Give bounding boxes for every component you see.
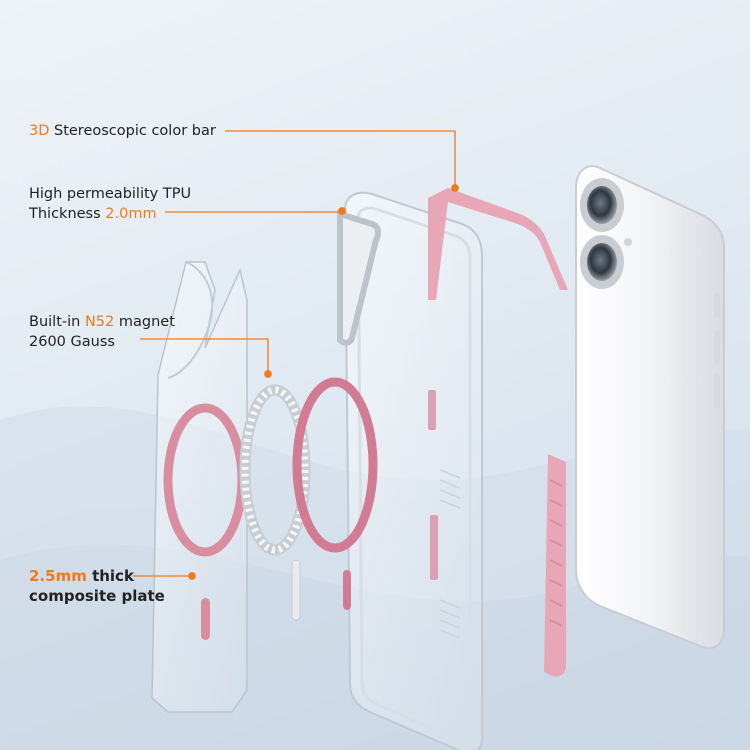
phone-back	[575, 165, 725, 649]
callout-lines	[133, 130, 459, 580]
composite-back-plate	[151, 261, 248, 713]
clear-tpu-case	[292, 191, 483, 750]
magnet-label: Built-in N52 magnet 2600 Gauss	[29, 314, 175, 350]
phone-camera-lens-icon	[580, 178, 632, 289]
tpu-thickness-label: High permeability TPU Thickness 2.0mm	[29, 186, 192, 222]
camera-cutout	[337, 209, 382, 346]
magnet-ring	[239, 384, 311, 621]
case-magsafe-ring	[292, 377, 378, 553]
pink-color-bar	[428, 188, 568, 677]
plate-orientation-bar	[201, 598, 210, 640]
stereoscopic-color-bar-label: 3D Stereoscopic color bar	[29, 123, 216, 139]
composite-plate-label: 2.5mm thick composite plate	[29, 567, 165, 605]
